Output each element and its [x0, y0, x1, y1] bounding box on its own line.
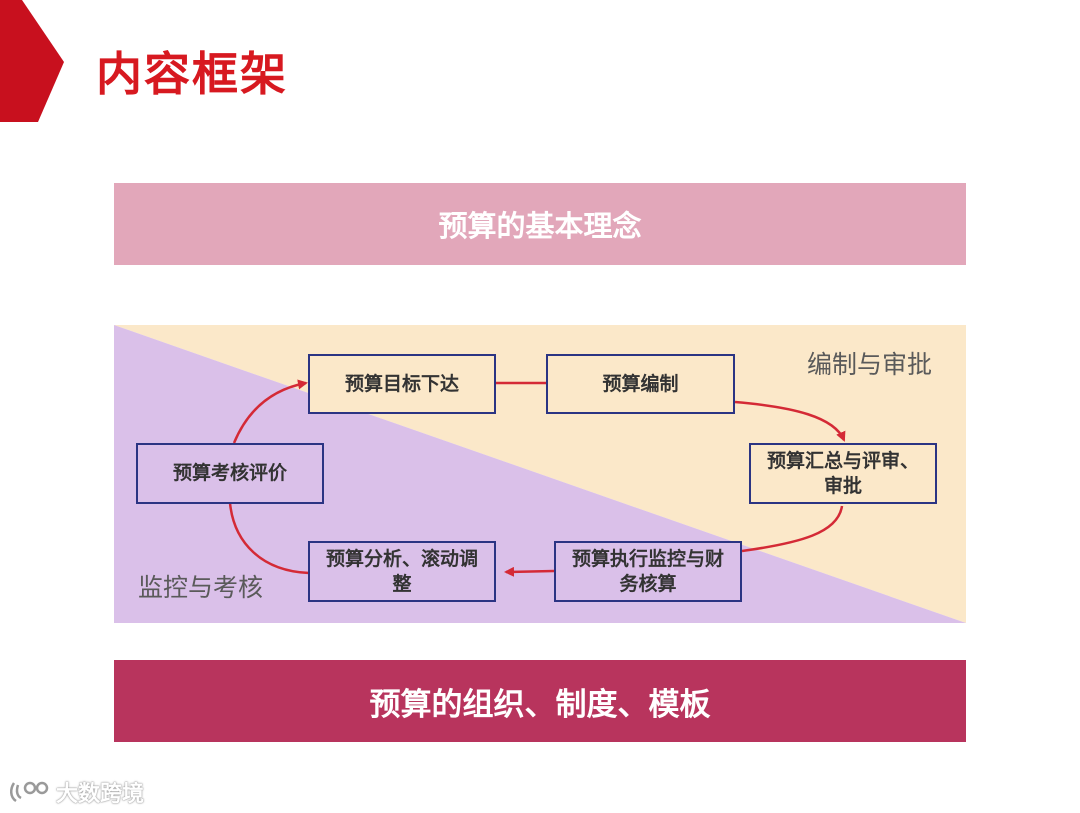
node-budget-analysis-label: 预算分析、滚动调整: [325, 547, 478, 595]
watermark: 大数跨境: [8, 776, 144, 808]
band-organization: 预算的组织、制度、模板: [114, 660, 966, 742]
zone-label-monitoring: 监控与考核: [138, 573, 264, 602]
watermark-logo-icon: [10, 781, 49, 803]
arrow-analysis-to-evaluation: [228, 502, 310, 575]
arrow-summary-to-execution: [741, 505, 844, 553]
node-budget-execution: 预算执行监控与财务核算: [554, 541, 742, 602]
node-budget-evaluation: 预算考核评价: [136, 443, 324, 504]
band-basic-concept: 预算的基本理念: [114, 183, 966, 265]
zone-label-approval: 编制与审批: [807, 350, 933, 379]
node-budget-execution-label: 预算执行监控与财务核算: [571, 547, 724, 595]
arrow-evaluation-to-target: [232, 379, 308, 444]
node-budget-evaluation-label: 预算考核评价: [172, 462, 287, 484]
node-budget-compile-label: 预算编制: [602, 372, 679, 395]
node-budget-target: 预算目标下达: [308, 354, 496, 414]
node-budget-summary-label: 预算汇总与评审、审批: [766, 449, 919, 497]
budget-cycle-diagram: 预算目标下达 预算编制 预算汇总与评审、审批 预算执行监控与财务核算 预算分析、…: [114, 325, 966, 623]
corner-accent-shape: [0, 0, 64, 122]
band-basic-concept-label: 预算的基本理念: [438, 209, 642, 243]
node-budget-target-label: 预算目标下达: [344, 372, 459, 395]
page-title: 内容框架: [96, 47, 288, 101]
arrow-execution-to-analysis: [504, 566, 555, 577]
arrow-compile-to-summary: [734, 400, 846, 442]
watermark-text: 大数跨境: [56, 782, 145, 807]
band-organization-label: 预算的组织、制度、模板: [369, 686, 711, 723]
node-budget-compile: 预算编制: [546, 354, 735, 414]
node-budget-summary: 预算汇总与评审、审批: [749, 443, 937, 504]
node-budget-analysis: 预算分析、滚动调整: [308, 541, 496, 602]
